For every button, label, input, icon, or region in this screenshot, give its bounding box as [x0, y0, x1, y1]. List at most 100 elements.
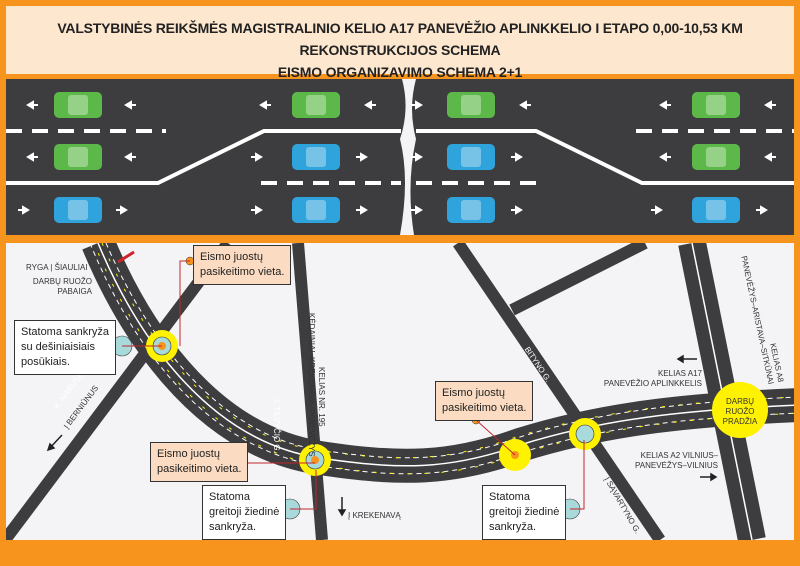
- arrow-right-icon: [511, 152, 523, 162]
- lane-change-note-2: Eismo juostų pasikeitimo vieta.: [150, 442, 249, 482]
- naruseviciaus-road: [6, 243, 233, 540]
- a2-line-1: KELIAS A2 VILNIUS–: [640, 451, 718, 460]
- arrow-right-icon: [116, 205, 128, 215]
- lane-scheme: [6, 79, 794, 235]
- car-roof: [706, 147, 726, 167]
- note-line: sankryža.: [489, 521, 537, 533]
- bityno-road: [453, 243, 665, 540]
- car-roof: [68, 95, 88, 115]
- arrow-left-icon: [124, 100, 136, 110]
- car: [54, 144, 102, 170]
- arrow-left-icon: [659, 100, 671, 110]
- work-end-line-2: PABAIGA: [57, 287, 92, 296]
- ryga-label: RYGA | ŠIAULIAI: [26, 263, 88, 272]
- break-mark: [400, 79, 416, 235]
- car: [447, 144, 495, 170]
- work-end-line-1: DARBŲ RUOŽO: [32, 277, 92, 286]
- arrow-left-icon: [519, 100, 531, 110]
- arrow-left-icon: [659, 152, 671, 162]
- title-line-1: VALSTYBINĖS REIKŠMĖS MAGISTRALINIO KELIO…: [57, 20, 743, 58]
- a2-label: KELIAS A2 VILNIUS–PANEVĖŽYS–VILNIUS: [634, 451, 718, 471]
- lane-change-note-1: Eismo juostų pasikeitimo vieta.: [193, 245, 292, 285]
- note-line: Eismo juostų: [157, 448, 220, 460]
- tilvycio-road: [292, 243, 328, 540]
- arrow-right-icon: [18, 205, 30, 215]
- note-line: Statoma sankryža: [21, 326, 110, 338]
- car: [447, 197, 495, 223]
- arrow-left-icon: [26, 100, 38, 110]
- car-roof: [706, 200, 726, 220]
- note-line: Eismo juostų: [442, 387, 505, 399]
- work-start-line-1: DARBŲ: [725, 397, 754, 406]
- work-start-line-2: RUOŽO: [725, 407, 755, 416]
- arrow-right-icon: [756, 205, 768, 215]
- arrow-left-icon: [764, 152, 776, 162]
- car: [54, 197, 102, 223]
- arrow-right-icon: [356, 152, 368, 162]
- arrow-left-icon: [26, 152, 38, 162]
- car: [292, 92, 340, 118]
- arrow-left-icon: [259, 100, 271, 110]
- car: [292, 197, 340, 223]
- arrow-right-icon: [251, 152, 263, 162]
- car-roof: [68, 147, 88, 167]
- leader-lines: [122, 260, 585, 510]
- tilvycio-label: J. TILVYČIO G.: [272, 398, 281, 453]
- arrow-right-icon: [411, 152, 423, 162]
- note-line: greitoji žiedinė: [489, 506, 560, 518]
- lane-change-note-3: Eismo juostų pasikeitimo vieta.: [435, 381, 534, 421]
- a17-line-2: PANEVĖŽIO APLINKKELIS: [603, 379, 702, 388]
- krekenava-label: Į KREKENAVĄ: [348, 511, 401, 520]
- car-roof: [306, 147, 326, 167]
- note-line: Statoma: [489, 491, 530, 503]
- roundabout-note-1: Statoma greitoji žiedinė sankryža.: [202, 485, 287, 540]
- note-line: Statoma: [209, 491, 250, 503]
- map-roads: [6, 243, 794, 540]
- car: [692, 92, 740, 118]
- arrow-left-icon: [364, 100, 376, 110]
- arrow-right-icon: [251, 205, 263, 215]
- note-line: pasikeitimo vieta.: [442, 402, 527, 414]
- car-roof: [461, 95, 481, 115]
- road195-line-1: KELIAS NR. 195: [317, 367, 326, 427]
- title-line-2: EISMO ORGANIZAVIMO SCHEMA 2+1: [277, 64, 523, 80]
- work-end-mark: [117, 250, 135, 264]
- note-line: greitoji žiedinė: [209, 506, 280, 518]
- a17-line-1: KELIAS A17: [657, 369, 702, 378]
- car: [54, 92, 102, 118]
- car-roof: [461, 200, 481, 220]
- title-banner: VALSTYBINĖS REIKŠMĖS MAGISTRALINIO KELIO…: [6, 6, 794, 80]
- note-line: su dešiniaisiais: [21, 341, 95, 353]
- junction-note: Statoma sankryža su dešiniaisiais posūkiai…: [14, 320, 117, 375]
- work-start-line-3: PRADŽIA: [722, 417, 758, 426]
- note-line: pasikeitimo vieta.: [200, 266, 285, 278]
- a2-line-2: PANEVĖŽYS–VILNIUS: [635, 461, 718, 470]
- arrow-right-icon: [511, 205, 523, 215]
- car: [447, 92, 495, 118]
- car-roof: [306, 200, 326, 220]
- arrow-right-icon: [411, 205, 423, 215]
- roundabout-note-2: Statoma greitoji žiedinė sankryža.: [482, 485, 567, 540]
- arrow-right-icon: [651, 205, 663, 215]
- road195-line-2: KĖDAINIAI–KREKENAVA–PANEVĖŽYS: [307, 313, 316, 457]
- note-line: sankryža.: [209, 521, 257, 533]
- arrow-left-icon: [764, 100, 776, 110]
- note-line: posūkiais.: [21, 356, 70, 368]
- note-line: pasikeitimo vieta.: [157, 463, 242, 475]
- car: [692, 144, 740, 170]
- arrow-right-icon: [356, 205, 368, 215]
- car-roof: [306, 95, 326, 115]
- car: [692, 197, 740, 223]
- arrow-right-icon: [411, 100, 423, 110]
- note-line: Eismo juostų: [200, 251, 263, 263]
- car-roof: [706, 95, 726, 115]
- car-roof: [461, 147, 481, 167]
- car: [292, 144, 340, 170]
- car-roof: [68, 200, 88, 220]
- arrow-left-icon: [124, 152, 136, 162]
